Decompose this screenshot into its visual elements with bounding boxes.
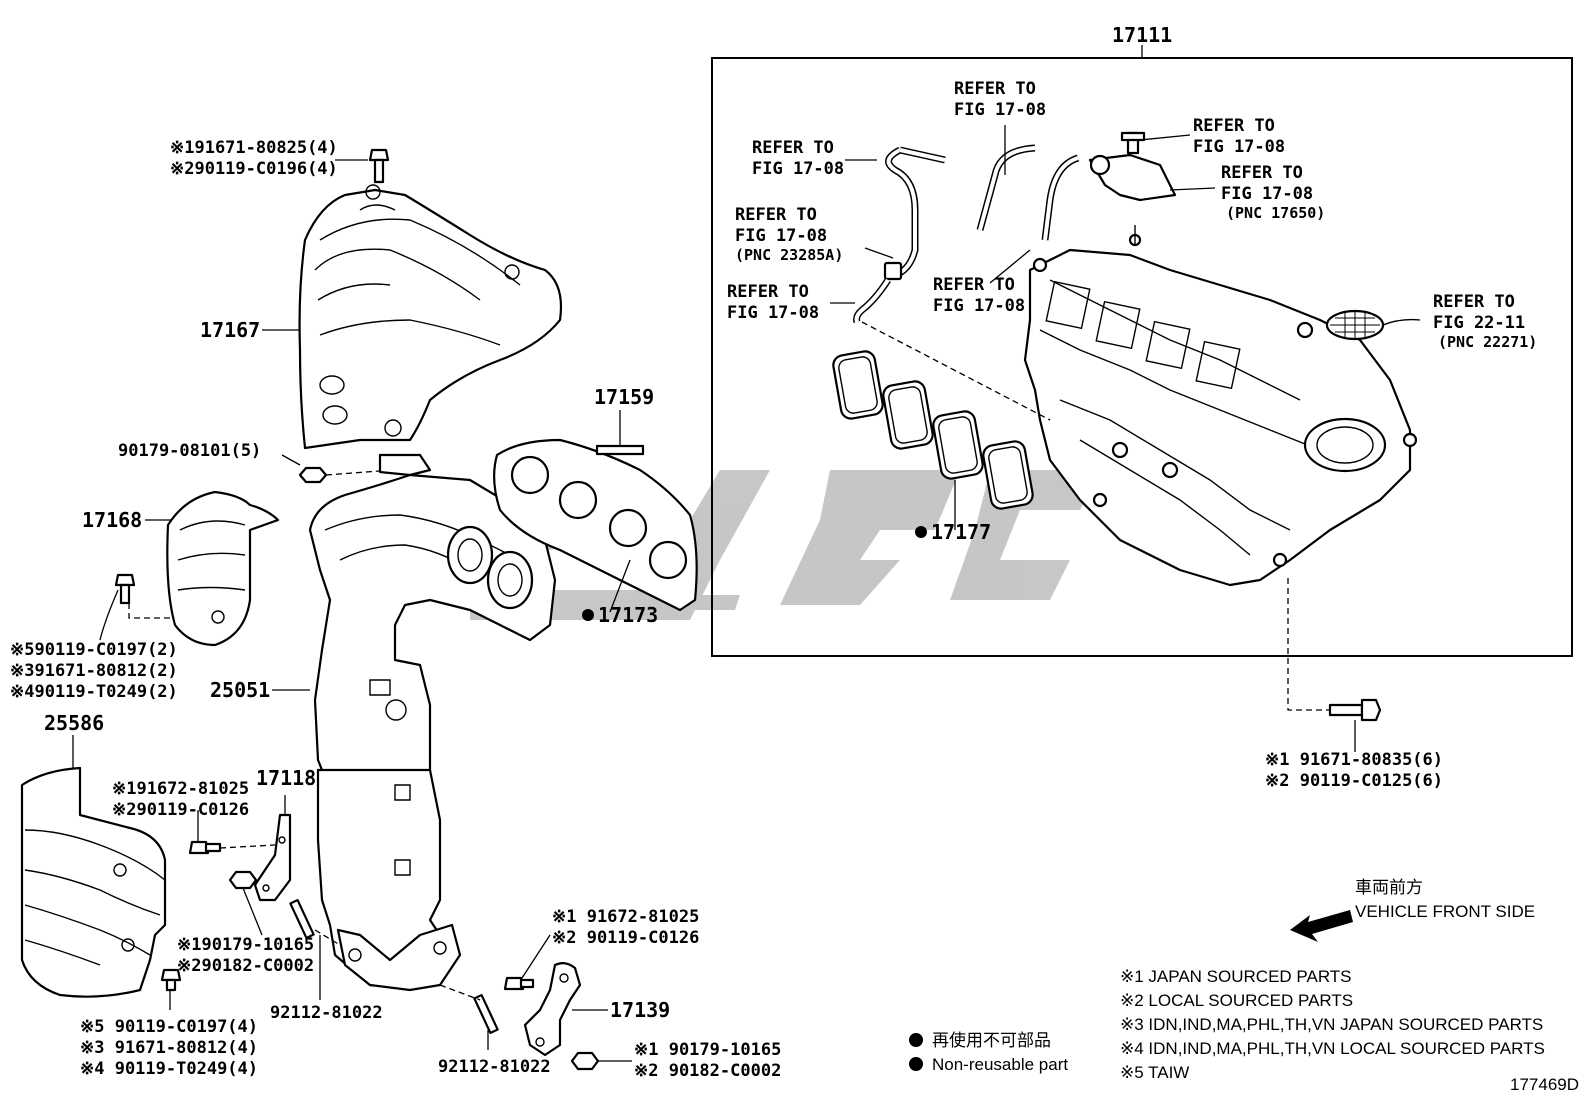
vsv-bracket bbox=[1088, 131, 1177, 202]
part-25586: 25586 bbox=[44, 711, 104, 735]
left-bolt-callout-3: ※490119-T0249(2) bbox=[10, 682, 178, 702]
bottom-left-bolt-icon bbox=[160, 968, 182, 992]
exhaust-manifold-25051 bbox=[308, 453, 557, 992]
heat-insulator-17168 bbox=[166, 490, 280, 647]
note-5: ※5 TAIW bbox=[1120, 1063, 1189, 1082]
note-3: ※3 IDN,IND,MA,PHL,TH,VN JAPAN SOURCED PA… bbox=[1120, 1015, 1543, 1034]
refer-label-2-l2: FIG 17-08 bbox=[954, 100, 1046, 120]
refer-label-8-l3: (PNC 22271) bbox=[1438, 333, 1537, 351]
refer-label-4-l2: FIG 17-08 bbox=[727, 303, 819, 323]
stay-17139-bolt-icon bbox=[503, 976, 535, 991]
refer-label-5-l1: REFER TO bbox=[933, 275, 1015, 295]
manifold-bolt-callout-2: ※2 90119-C0125(6) bbox=[1265, 771, 1443, 791]
part-17159: 17159 bbox=[594, 385, 654, 409]
heat-insulator-17167 bbox=[298, 184, 563, 450]
stay-17118-bolt-icon bbox=[188, 840, 222, 855]
refer-label-5-l2: FIG 17-08 bbox=[933, 296, 1025, 316]
stay-17118-nut-callout-2: ※290182-C0002 bbox=[177, 956, 314, 976]
part-17177: 17177 bbox=[931, 520, 991, 544]
stay-17139-bolt-callout-1: ※1 91672-81025 bbox=[552, 907, 699, 927]
stay-17118-nut-callout-1: ※190179-10165 bbox=[177, 935, 314, 955]
refer-label-3-l1: REFER TO bbox=[735, 205, 817, 225]
refer-label-8-l2: FIG 22-11 bbox=[1433, 313, 1525, 333]
part-25051: 25051 bbox=[210, 678, 270, 702]
top-bolt-callout-2: ※290119-C0196(4) bbox=[170, 159, 338, 179]
refer-label-1-l2: FIG 17-08 bbox=[752, 159, 844, 179]
heat-insulator-25586 bbox=[20, 766, 167, 998]
stay-17139-nut-callout-1: ※1 90179-10165 bbox=[634, 1040, 781, 1060]
stay-17139-nut-icon bbox=[570, 1051, 600, 1071]
refer-label-7-l2: FIG 17-08 bbox=[1221, 184, 1313, 204]
exhaust-gasket-17173 bbox=[493, 438, 698, 612]
bottom-left-bolt-callout-3: ※4 90119-T0249(4) bbox=[80, 1059, 258, 1079]
legend-nonreusable-jp: 再使用不可部品 bbox=[932, 1030, 1051, 1050]
manifold-bolt-callout-1: ※1 91671-80835(6) bbox=[1265, 750, 1443, 770]
nonreusable-dot-17173 bbox=[582, 609, 594, 621]
refer-label-3-l3: (PNC 23285A) bbox=[735, 246, 843, 264]
part-17173: 17173 bbox=[598, 603, 658, 627]
nut-icon bbox=[298, 466, 328, 484]
legend-nonreusable-en: Non-reusable part bbox=[932, 1055, 1068, 1074]
hose-assembly bbox=[853, 144, 1080, 324]
part-17118: 17118 bbox=[256, 766, 316, 790]
note-2: ※2 LOCAL SOURCED PARTS bbox=[1120, 991, 1353, 1010]
bottom-left-bolt-callout-2: ※3 91671-80812(4) bbox=[80, 1038, 258, 1058]
intake-manifold bbox=[1023, 225, 1418, 587]
top-bolt-icon bbox=[368, 148, 390, 184]
part-17111: 17111 bbox=[1112, 23, 1172, 47]
front-arrow-icon bbox=[1290, 910, 1353, 942]
refer-label-6-l1: REFER TO bbox=[1193, 116, 1275, 136]
refer-label-3-l2: FIG 17-08 bbox=[735, 226, 827, 246]
refer-label-4-l1: REFER TO bbox=[727, 282, 809, 302]
left-bolt-callout-1: ※590119-C0197(2) bbox=[10, 640, 178, 660]
manifold-bolt-icon bbox=[1328, 698, 1382, 722]
stay-17139-bolt-callout-2: ※2 90119-C0126 bbox=[552, 928, 699, 948]
nut-90179-label: 90179-08101(5) bbox=[118, 441, 261, 461]
stud-17159-icon bbox=[595, 444, 645, 456]
note-4: ※4 IDN,IND,MA,PHL,TH,VN LOCAL SOURCED PA… bbox=[1120, 1039, 1545, 1058]
bottom-left-bolt-callout-1: ※5 90119-C0197(4) bbox=[80, 1017, 258, 1037]
refer-label-8-l1: REFER TO bbox=[1433, 292, 1515, 312]
stay-17139 bbox=[523, 961, 582, 1057]
stay-17118-bolt-callout-2: ※290119-C0126 bbox=[112, 800, 249, 820]
throttle-gasket bbox=[1325, 309, 1385, 341]
part-17168: 17168 bbox=[82, 508, 142, 532]
top-bolt-callout-1: ※191671-80825(4) bbox=[170, 138, 338, 158]
intake-gasket-17177 bbox=[832, 350, 1034, 510]
refer-label-7-l3: (PNC 17650) bbox=[1226, 204, 1325, 222]
stud-a-icon bbox=[289, 898, 315, 940]
refer-label-2-l1: REFER TO bbox=[954, 79, 1036, 99]
refer-label-7-l1: REFER TO bbox=[1221, 163, 1303, 183]
legend-dot-2 bbox=[909, 1057, 923, 1071]
part-17167: 17167 bbox=[200, 318, 260, 342]
left-bolt-callout-2: ※391671-80812(2) bbox=[10, 661, 178, 681]
legend-dot-1 bbox=[909, 1033, 923, 1047]
refer-label-6-l2: FIG 17-08 bbox=[1193, 137, 1285, 157]
stud-b-label: 92112-81022 bbox=[438, 1057, 551, 1077]
figure-id: 177469D bbox=[1510, 1075, 1579, 1094]
stay-17139-nut-callout-2: ※2 90182-C0002 bbox=[634, 1061, 781, 1081]
stud-b-icon bbox=[473, 993, 499, 1035]
refer-label-1-l1: REFER TO bbox=[752, 138, 834, 158]
stay-17118-bolt-callout-1: ※191672-81025 bbox=[112, 779, 249, 799]
stud-a-label: 92112-81022 bbox=[270, 1003, 383, 1023]
nonreusable-dot bbox=[915, 526, 927, 538]
direction-label-jp: 車両前方 bbox=[1355, 878, 1423, 897]
left-bolt-icon bbox=[114, 573, 136, 605]
stay-17118 bbox=[253, 813, 292, 902]
stay-17118-nut-icon bbox=[228, 870, 258, 890]
direction-label-en: VEHICLE FRONT SIDE bbox=[1355, 902, 1535, 921]
note-1: ※1 JAPAN SOURCED PARTS bbox=[1120, 967, 1352, 986]
part-17139: 17139 bbox=[610, 998, 670, 1022]
